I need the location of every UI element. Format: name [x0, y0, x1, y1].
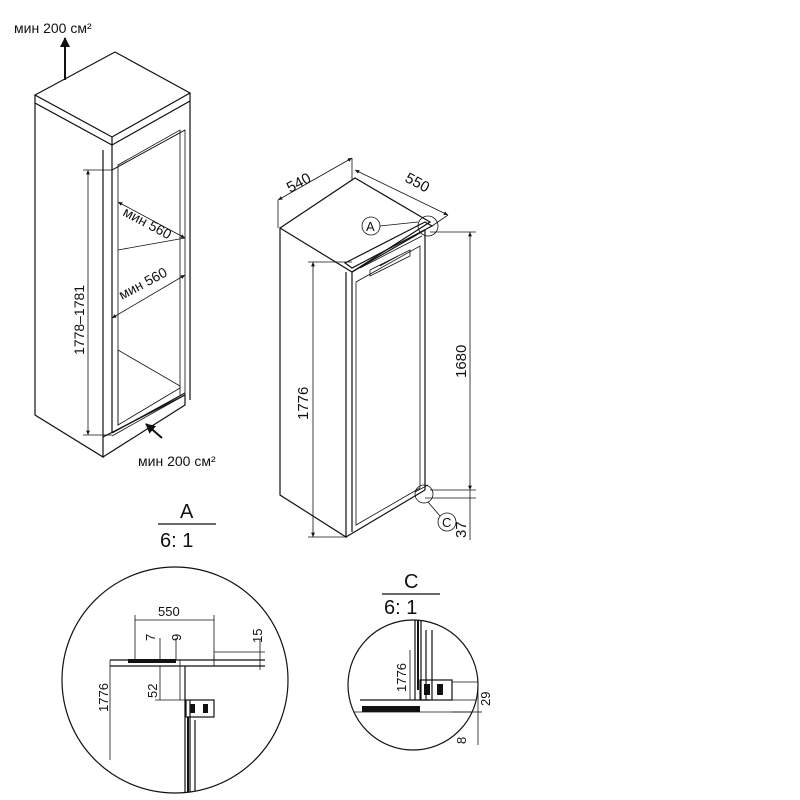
- detail-c-scale: 6: 1: [384, 597, 417, 619]
- appliance-door-height-label: 1680: [453, 345, 470, 378]
- marker-c-letter: C: [442, 515, 451, 530]
- detail-c-content: [350, 620, 478, 713]
- detail-a-content: [109, 615, 265, 793]
- appliance-height-label: 1776: [295, 387, 312, 420]
- appliance-depth-label: 550: [402, 170, 432, 197]
- detail-a-dim-52: 52: [145, 684, 160, 698]
- detail-a-dim-15: 15: [250, 629, 265, 643]
- appliance-width-label: 540: [284, 170, 314, 197]
- detail-a-dim-7: 7: [143, 634, 158, 641]
- detail-c-dim-8: 8: [454, 737, 469, 744]
- appliance-body: [277, 157, 476, 540]
- vent-bottom-arrow: [145, 423, 163, 439]
- niche-depth-lower-label: мин 560: [116, 264, 170, 303]
- marker-a-letter: A: [366, 219, 375, 234]
- detail-a-dim-550: 550: [158, 604, 180, 619]
- detail-c-title: C: [404, 571, 418, 593]
- niche-height-label: 1778–1781: [71, 285, 87, 355]
- marker-c-circle-zone: [414, 484, 434, 504]
- detail-a-dim-9: 9: [169, 634, 184, 641]
- vent-top-label: мин 200 см²: [14, 20, 92, 36]
- detail-a-title: A: [180, 501, 194, 523]
- appliance-gap-label: 37: [453, 521, 470, 538]
- niche-depth-upper-label: мин 560: [121, 204, 175, 243]
- detail-c-dim-29: 29: [478, 692, 493, 706]
- marker-c-label-circle: [437, 512, 457, 532]
- vent-bottom-label: мин 200 см²: [138, 453, 216, 469]
- niche-cabinet: [33, 37, 192, 459]
- detail-a-circle: [61, 566, 289, 794]
- marker-a-circle: [417, 215, 439, 237]
- detail-a-dim-1776: 1776: [96, 683, 111, 712]
- detail-c-circle: [347, 619, 479, 751]
- detail-a-scale: 6: 1: [160, 530, 193, 552]
- detail-c-dim-1776: 1776: [394, 663, 409, 692]
